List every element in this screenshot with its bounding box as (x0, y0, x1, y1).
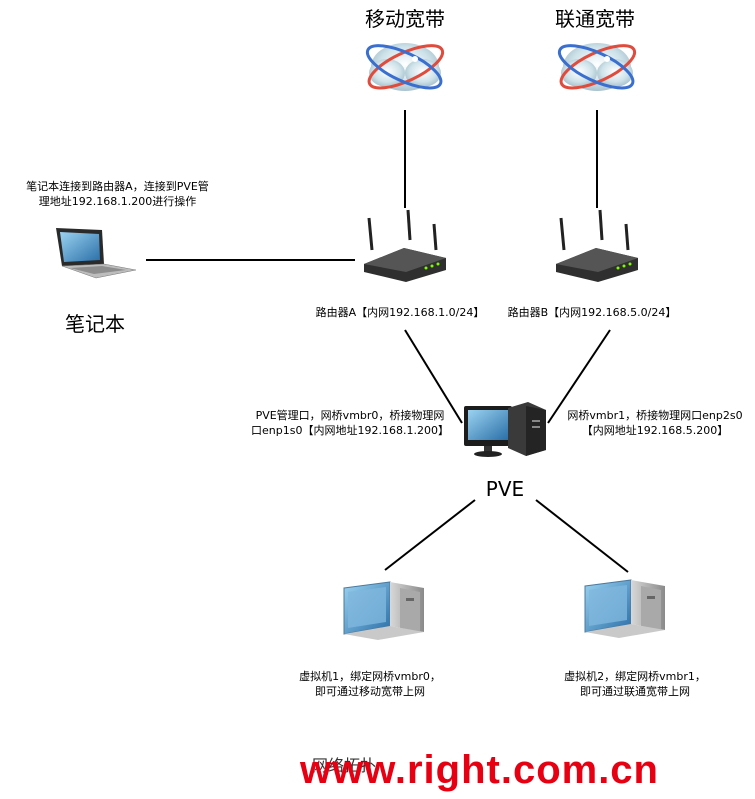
footer-title: 网络拓扑 (312, 756, 377, 775)
vm1-note: 虚拟机1，绑定网桥vmbr0， 即可通过移动宽带上网 (280, 669, 460, 699)
laptop-note-line1: 笔记本连接到路由器A，连接到PVE管 (26, 180, 209, 193)
pve-right-line2: 【内网地址192.168.5.200】 (581, 424, 729, 437)
cloud-mobile-icon (365, 43, 445, 91)
vm1-computer-icon (343, 581, 424, 640)
isp-unicom-label: 联通宽带 (555, 7, 635, 31)
router-a-label: 路由器A【内网192.168.1.0/24】 (315, 306, 485, 319)
laptop-note-line2: 理地址192.168.1.200进行操作 (38, 195, 197, 208)
vm1-line1: 虚拟机1，绑定网桥vmbr0， (299, 670, 441, 683)
pve-left-line2: 口enp1s0【内网地址192.168.1.200】 (251, 424, 449, 437)
laptop-title: 笔记本 (65, 312, 125, 336)
pve-left-note: PVE管理口，网桥vmbr0，桥接物理网 口enp1s0【内网地址192.168… (240, 408, 460, 438)
watermark: www.right.com.cn (300, 748, 659, 792)
link-routerA-pve (404, 329, 463, 424)
link-pve-vm1 (384, 499, 476, 571)
cloud-unicom-icon (557, 43, 637, 91)
router-b-label: 路由器B【内网192.168.5.0/24】 (507, 306, 677, 319)
vm1-line2: 即可通过移动宽带上网 (315, 685, 425, 698)
pve-left-line1: PVE管理口，网桥vmbr0，桥接物理网 (255, 409, 445, 422)
pve-right-note: 网桥vmbr1，桥接物理网口enp2s0 【内网地址192.168.5.200】 (555, 408, 755, 438)
vm2-computer-icon (584, 579, 665, 638)
vm2-line2: 即可通过联通宽带上网 (580, 685, 690, 698)
link-routerB-pve (547, 329, 611, 424)
router-a-icon (364, 209, 446, 282)
pve-title: PVE (485, 477, 525, 501)
vm2-line1: 虚拟机2，绑定网桥vmbr1， (564, 670, 706, 683)
laptop-icon (56, 228, 137, 279)
pve-right-line1: 网桥vmbr1，桥接物理网口enp2s0 (567, 409, 743, 422)
vm2-note: 虚拟机2，绑定网桥vmbr1， 即可通过联通宽带上网 (540, 669, 730, 699)
link-pve-vm2 (535, 499, 629, 573)
isp-mobile-label: 移动宽带 (365, 7, 445, 31)
router-b-icon (556, 209, 638, 282)
laptop-note: 笔记本连接到路由器A，连接到PVE管 理地址192.168.1.200进行操作 (0, 179, 235, 209)
pve-computer-icon (464, 402, 546, 457)
